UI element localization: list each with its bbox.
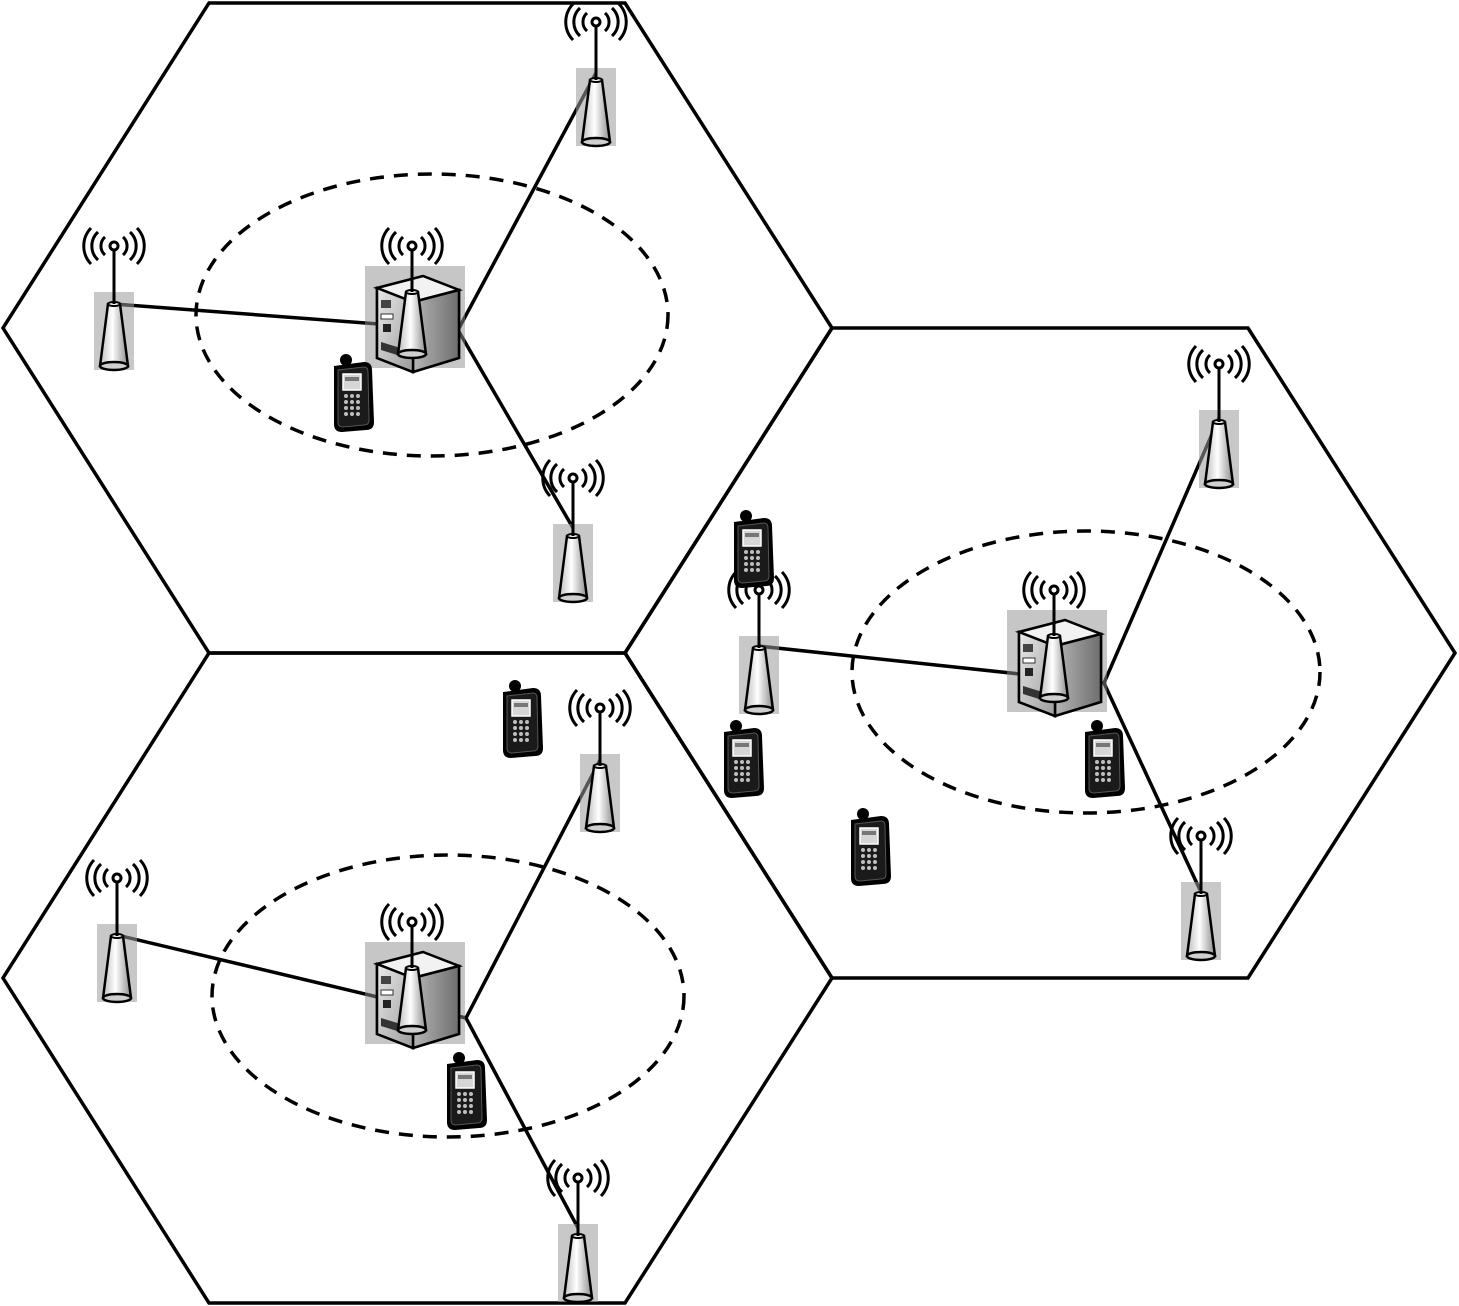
- mobile-phone-icon: [850, 807, 892, 887]
- fronthaul-link: [456, 329, 575, 529]
- antenna-tower-icon: [564, 2, 628, 148]
- server-icon: [1005, 570, 1109, 718]
- antenna-tower-icon: [82, 226, 146, 372]
- mobile-phone-icon: [502, 679, 544, 759]
- mobile-phone-icon: [733, 509, 775, 589]
- mobile-phone-icon: [446, 1051, 488, 1131]
- cell-right: [622, 326, 1458, 980]
- hexagon-cell-boundary: [622, 326, 1458, 980]
- server-icon: [363, 226, 467, 374]
- antenna-tower-icon: [546, 1158, 610, 1304]
- server-icon: [363, 902, 467, 1050]
- cell-top-left: [0, 1, 835, 655]
- antenna-tower-icon: [568, 688, 632, 834]
- coverage-area: [194, 172, 670, 458]
- fronthaul-link: [464, 1017, 580, 1229]
- mobile-phone-icon: [333, 353, 375, 433]
- mobile-phone-icon: [723, 719, 765, 799]
- fronthaul-link: [456, 72, 598, 331]
- fronthaul-link: [1102, 682, 1202, 891]
- fronthaul-link: [464, 759, 602, 1019]
- antenna-tower-icon: [541, 458, 605, 604]
- antenna-tower-icon: [85, 858, 149, 1004]
- antenna-tower-icon: [1169, 816, 1233, 962]
- coverage-area: [210, 853, 686, 1139]
- mobile-phone-icon: [1084, 719, 1126, 799]
- antenna-tower-icon: [727, 570, 791, 716]
- cell-bottom-left: [0, 651, 835, 1305]
- coverage-area: [850, 529, 1322, 815]
